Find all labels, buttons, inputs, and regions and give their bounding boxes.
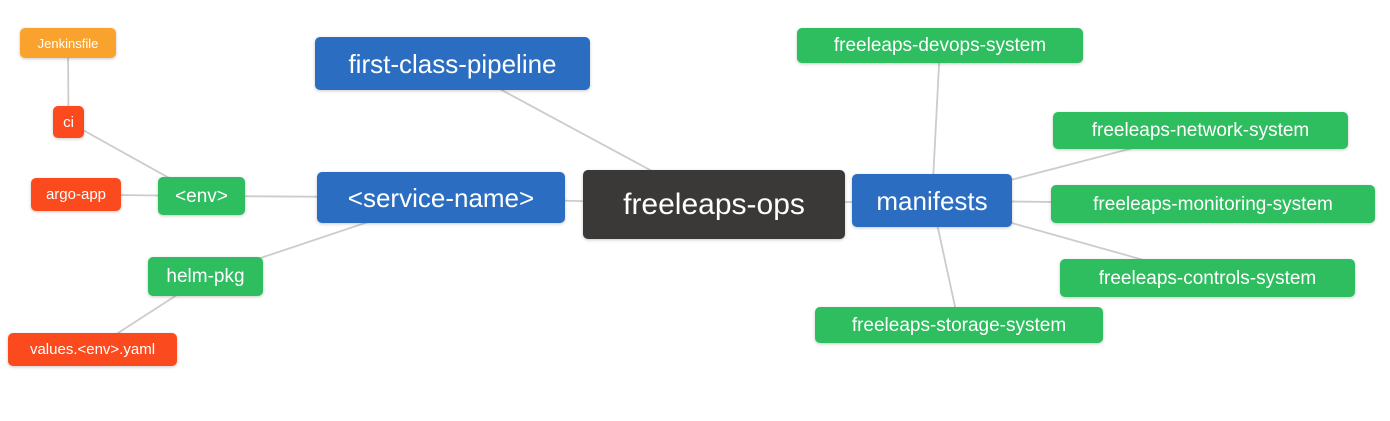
node-freeleaps-ops[interactable]: freeleaps-ops bbox=[583, 170, 845, 239]
node-first-class-pipeline[interactable]: first-class-pipeline bbox=[315, 37, 590, 90]
node-freeleaps-network-system[interactable]: freeleaps-network-system bbox=[1053, 112, 1348, 149]
node-freeleaps-devops-system[interactable]: freeleaps-devops-system bbox=[797, 28, 1083, 63]
node-freeleaps-storage-system[interactable]: freeleaps-storage-system bbox=[815, 307, 1103, 343]
node-argo-app[interactable]: argo-app bbox=[31, 178, 121, 211]
node-service-name[interactable]: <service-name> bbox=[317, 172, 565, 223]
node-jenkinsfile[interactable]: Jenkinsfile bbox=[20, 28, 116, 58]
node-values-env-yaml[interactable]: values.<env>.yaml bbox=[8, 333, 177, 366]
node-manifests[interactable]: manifests bbox=[852, 174, 1012, 227]
node-helm-pkg[interactable]: helm-pkg bbox=[148, 257, 263, 296]
node-ci[interactable]: ci bbox=[53, 106, 84, 138]
node-freeleaps-controls-system[interactable]: freeleaps-controls-system bbox=[1060, 259, 1355, 297]
node-freeleaps-monitoring-system[interactable]: freeleaps-monitoring-system bbox=[1051, 185, 1375, 223]
node-env[interactable]: <env> bbox=[158, 177, 245, 215]
